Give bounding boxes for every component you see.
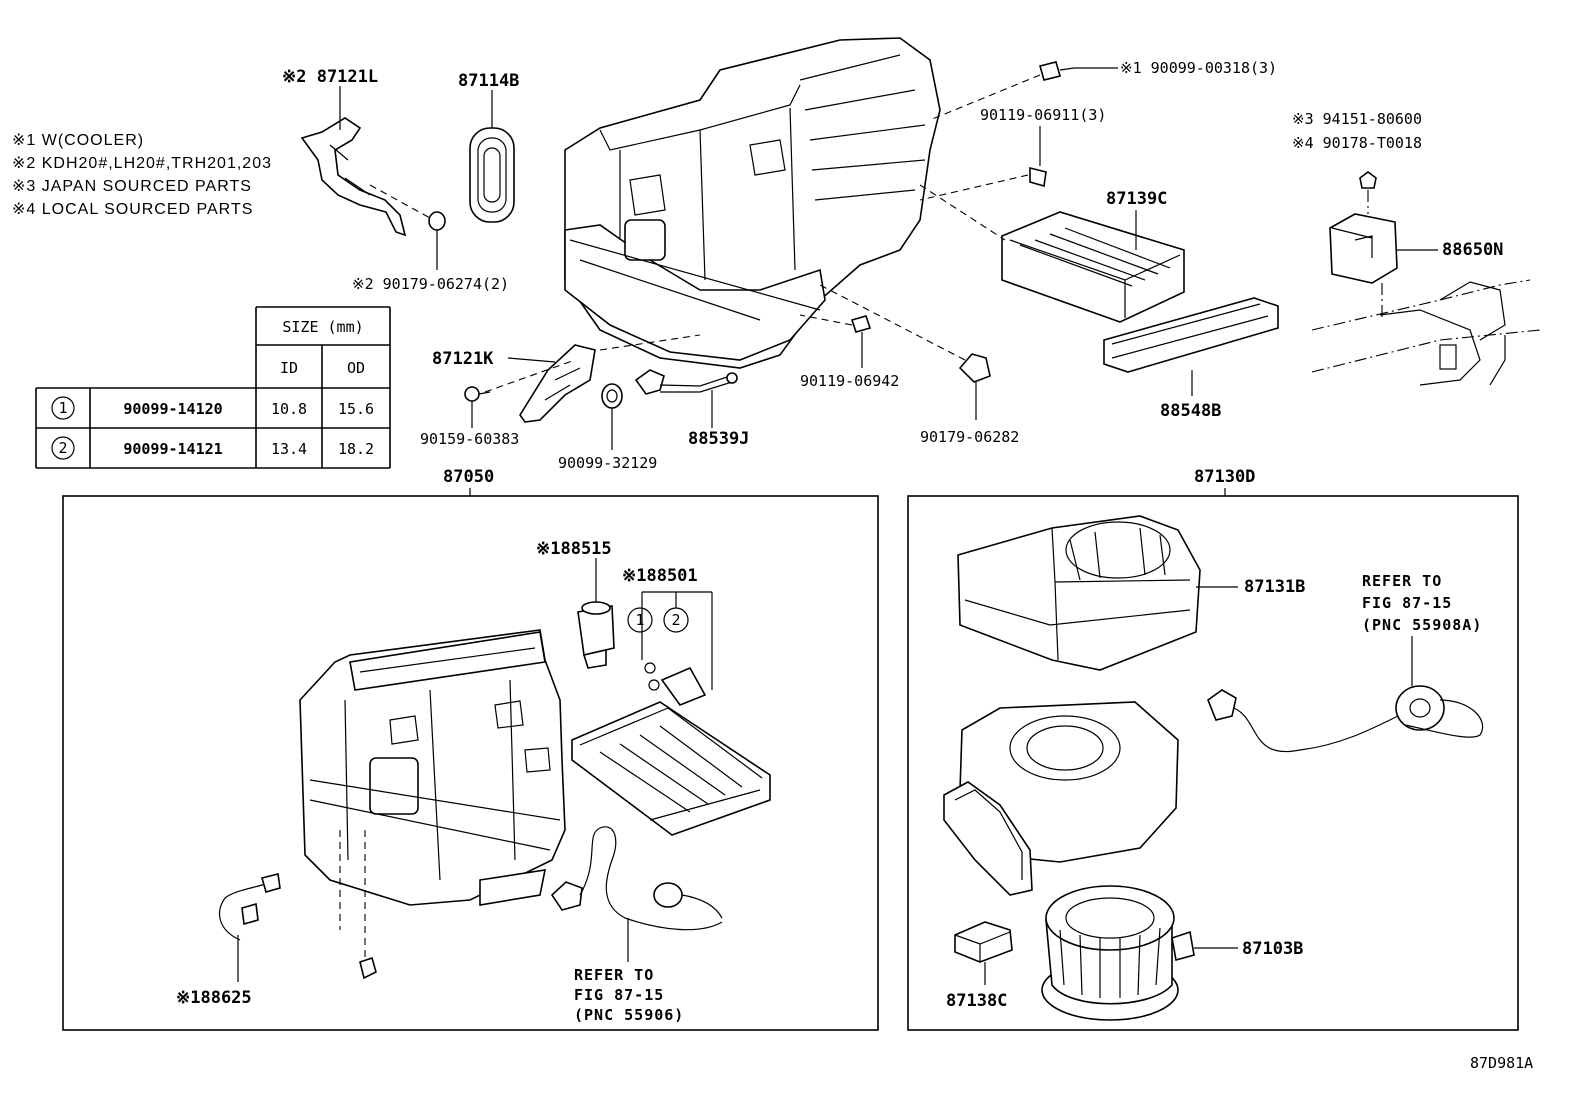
refer-left-2: FIG 87-15: [574, 986, 664, 1004]
label-87121L: ※2 87121L: [282, 67, 378, 87]
row1-id: 10.8: [271, 400, 307, 418]
hvac-unit-top: [564, 37, 941, 369]
seal-87114B: [469, 90, 515, 223]
row2-id: 13.4: [271, 440, 307, 458]
size-header: SIZE (mm): [282, 318, 363, 336]
label-90178: ※4 90178-T0018: [1292, 134, 1422, 152]
col-od: OD: [347, 359, 365, 377]
label-88625: ※188625: [176, 988, 252, 1008]
valve-88515: [577, 558, 615, 669]
grommet-90099-32129: [601, 383, 623, 450]
bracket-87121L: [300, 86, 446, 270]
blower-case-upper-87131B: [957, 515, 1238, 671]
note-2: ※2 KDH20#,LH20#,TRH201,203: [12, 155, 272, 172]
row1-part: 90099-14120: [123, 400, 222, 418]
label-90119-06942: 90119-06942: [800, 372, 899, 390]
resistor-87138C: [954, 921, 1013, 985]
filter-87139C: [919, 184, 1185, 323]
label-87050: 87050: [443, 467, 494, 487]
notes-block: ※1 W(COOLER) ※2 KDH20#,LH20#,TRH201,203 …: [12, 132, 272, 218]
label-87131B: 87131B: [1244, 577, 1305, 597]
screw-90119-06911: [919, 126, 1047, 201]
screw-90119-06942: [799, 314, 872, 368]
label-88548B: 88548B: [1160, 401, 1221, 421]
relay-88650N: [1311, 171, 1541, 386]
label-87130D: 87130D: [1194, 467, 1255, 487]
refer-right-3: (PNC 55908A): [1362, 616, 1482, 634]
label-88501: ※188501: [622, 566, 698, 586]
label-87138C: 87138C: [946, 991, 1007, 1011]
label-87103B: 87103B: [1242, 939, 1303, 959]
evaporator-88501: [571, 591, 771, 836]
row1-no: 1: [58, 399, 67, 417]
row2-part: 90099-14121: [123, 440, 222, 458]
blower-case-lower: [943, 701, 1179, 896]
note-1: ※1 W(COOLER): [12, 132, 144, 149]
refer-right-1: REFER TO: [1362, 572, 1442, 590]
sensor-wire-left: [550, 826, 723, 962]
note-3: ※3 JAPAN SOURCED PARTS: [12, 178, 252, 195]
note-4: ※4 LOCAL SOURCED PARTS: [12, 201, 253, 218]
box-87130D: [907, 495, 1519, 1031]
row2-od: 18.2: [338, 440, 374, 458]
label-87121K: 87121K: [432, 349, 494, 369]
diagram-id: 87D981A: [1470, 1054, 1533, 1072]
cover-88548B: [1103, 297, 1279, 396]
harness-88625: [218, 873, 281, 982]
label-88515: ※188515: [536, 539, 612, 559]
label-88539J: 88539J: [688, 429, 749, 449]
label-90119-06911: 90119-06911(3): [980, 106, 1106, 124]
label-90179-06282: 90179-06282: [920, 428, 1019, 446]
sensor-wire-right: [1207, 636, 1484, 753]
row2-no: 2: [58, 439, 67, 457]
size-table: SIZE (mm) ID OD 1 90099-14120 10.8 15.6 …: [35, 306, 391, 469]
label-88650N: 88650N: [1442, 240, 1503, 260]
label-87114B: 87114B: [458, 71, 519, 91]
clip-90179-06282: [819, 284, 991, 420]
bracket-87121K: [484, 334, 701, 423]
callout-2: 2: [671, 611, 680, 629]
refer-left-1: REFER TO: [574, 966, 654, 984]
label-87139C: 87139C: [1106, 189, 1167, 209]
label-90099-32129: 90099-32129: [558, 454, 657, 472]
col-id: ID: [280, 359, 298, 377]
box-87050: [62, 495, 879, 1031]
callout-1: 1: [635, 611, 644, 629]
label-90099-00318: ※1 90099-00318(3): [1120, 59, 1277, 77]
screw-90099-00318: [929, 61, 1118, 121]
label-90159-60383: 90159-60383: [420, 430, 519, 448]
hose-88539J: [634, 369, 738, 428]
blower-motor-87103B: [1041, 885, 1238, 1021]
refer-right-2: FIG 87-15: [1362, 594, 1452, 612]
refer-left-3: (PNC 55906): [574, 1006, 684, 1024]
hvac-unit-87050: [299, 629, 566, 980]
row1-od: 15.6: [338, 400, 374, 418]
label-90179-06274: ※2 90179-06274(2): [352, 275, 509, 293]
label-94151: ※3 94151-80600: [1292, 110, 1422, 128]
screw-90159-60383: [464, 386, 491, 428]
